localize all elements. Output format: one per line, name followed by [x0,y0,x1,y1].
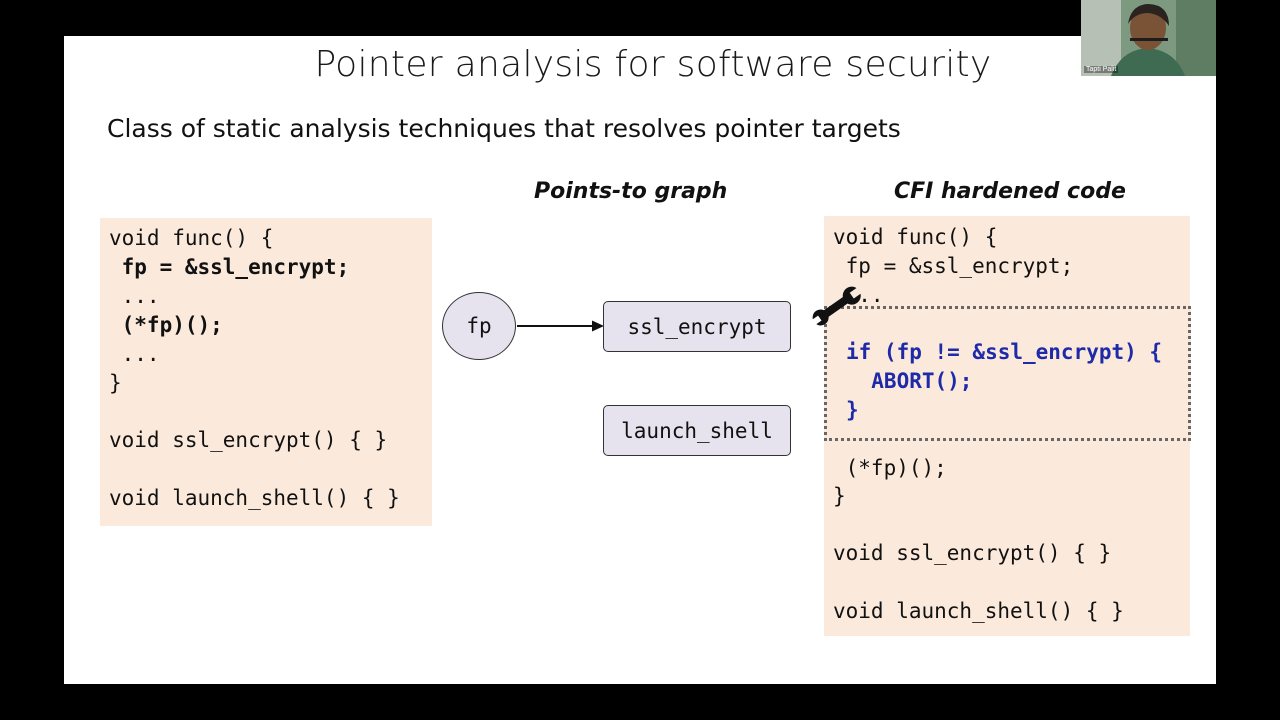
code-line: void launch_shell() { } [833,599,1124,623]
cfi-check-box [824,306,1191,441]
cfi-check-line: if (fp != &ssl_encrypt) { [846,340,1163,364]
webcam-video: Tapti Palit [1081,0,1216,76]
cfi-check-line: ABORT(); [846,369,973,393]
slide-title: Pointer analysis for software security [314,44,992,85]
code-line: (*fp)(); [833,456,947,480]
code-line: } [109,371,122,395]
code-line: void ssl_encrypt() { } [109,428,388,452]
graph-node-launch-shell: launch_shell [603,405,791,456]
code-line: fp = &ssl_encrypt; [109,255,350,279]
code-line: (*fp)(); [109,313,223,337]
cfi-hardened-code-label: CFI hardened code [894,179,1126,204]
points-to-arrow [517,320,604,332]
code-line: } [833,484,846,508]
slide: Pointer analysis for software security C… [64,36,1216,684]
code-line: fp = &ssl_encrypt; [833,254,1074,278]
code-line: void func() { [833,225,998,249]
webcam-name-label: Tapti Palit [1084,66,1119,73]
graph-node-ssl-encrypt: ssl_encrypt [603,301,791,352]
graph-node-fp: fp [442,292,516,360]
slide-subtitle: Class of static analysis techniques that… [107,114,901,143]
source-code-box [100,218,432,526]
code-line: ... [109,284,160,308]
presenter-avatar [1081,0,1216,76]
points-to-graph-label: Points-to graph [534,179,728,204]
cfi-check-line: } [846,398,859,422]
code-line: ... [109,342,160,366]
code-line: void func() { [109,226,274,250]
code-line: void ssl_encrypt() { } [833,541,1112,565]
code-line: void launch_shell() { } [109,486,400,510]
wrench-icon [811,285,864,326]
